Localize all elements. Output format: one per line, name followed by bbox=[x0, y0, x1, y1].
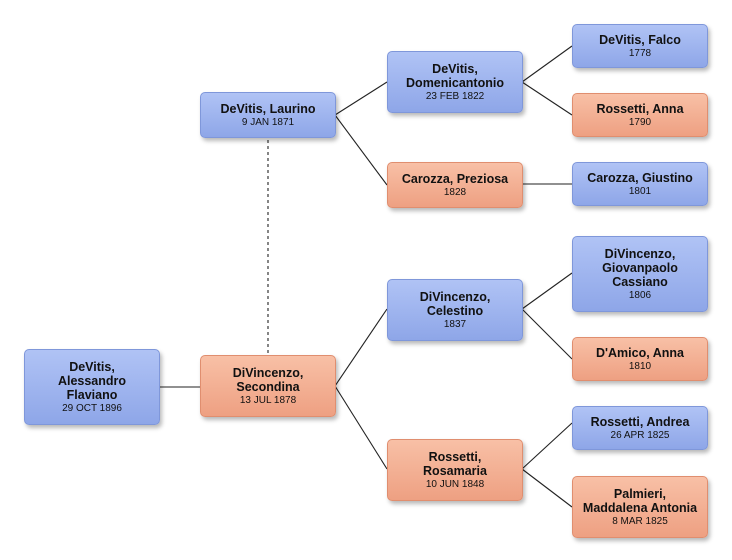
person-card-andrea[interactable]: Rossetti, Andrea 26 APR 1825 bbox=[572, 406, 708, 450]
person-date: 9 JAN 1871 bbox=[241, 116, 295, 128]
person-card-giovanpaolo[interactable]: DiVincenzo, Giovanpaolo Cassiano 1806 bbox=[572, 236, 708, 312]
connector-rosamaria-maddalena bbox=[521, 468, 573, 508]
person-name: DeVitis, Falco bbox=[599, 32, 681, 47]
person-name: Carozza, Preziosa bbox=[401, 171, 509, 186]
person-date: 1790 bbox=[628, 116, 652, 128]
person-card-preziosa[interactable]: Carozza, Preziosa 1828 bbox=[387, 162, 523, 208]
person-card-celestino[interactable]: DiVincenzo, Celestino 1837 bbox=[387, 279, 523, 341]
person-name: DeVitis, Laurino bbox=[220, 101, 316, 116]
person-name: Rossetti, Anna bbox=[596, 101, 684, 116]
person-card-falco[interactable]: DeVitis, Falco 1778 bbox=[572, 24, 708, 68]
connector-secondina-rosamaria bbox=[334, 385, 388, 470]
person-card-alessandro[interactable]: DeVitis, Alessandro Flaviano 29 OCT 1896 bbox=[24, 349, 160, 425]
connector-domenicantonio-anna bbox=[521, 81, 573, 116]
connector-laurino-preziosa bbox=[334, 114, 388, 186]
person-name: DiVincenzo, Secondina bbox=[232, 365, 304, 394]
person-card-domenicantonio[interactable]: DeVitis, Domenicantonio 23 FEB 1822 bbox=[387, 51, 523, 113]
connector-celestino-giovanpaolo bbox=[521, 272, 573, 310]
connector-domenicantonio-falco bbox=[521, 45, 573, 83]
person-date: 1810 bbox=[628, 360, 652, 372]
person-card-secondina[interactable]: DiVincenzo, Secondina 13 JUL 1878 bbox=[200, 355, 336, 417]
person-date: 1806 bbox=[628, 289, 652, 301]
person-card-rosamaria[interactable]: Rossetti, Rosamaria 10 JUN 1848 bbox=[387, 439, 523, 501]
person-card-anna-damico[interactable]: D'Amico, Anna 1810 bbox=[572, 337, 708, 381]
connector-secondina-celestino bbox=[334, 308, 388, 387]
person-name: D'Amico, Anna bbox=[596, 345, 684, 360]
connector-laurino-domenicantonio bbox=[334, 81, 388, 116]
person-card-anna-rossetti[interactable]: Rossetti, Anna 1790 bbox=[572, 93, 708, 137]
person-name: Palmieri, Maddalena Antonia bbox=[582, 486, 698, 515]
person-date: 29 OCT 1896 bbox=[62, 402, 122, 414]
person-card-maddalena[interactable]: Palmieri, Maddalena Antonia 8 MAR 1825 bbox=[572, 476, 708, 538]
person-date: 10 JUN 1848 bbox=[425, 478, 485, 490]
person-name: Rossetti, Rosamaria bbox=[423, 449, 487, 478]
connector-celestino-annadamico bbox=[521, 308, 573, 360]
person-name: Rossetti, Andrea bbox=[590, 414, 690, 429]
person-date: 8 MAR 1825 bbox=[612, 515, 668, 527]
person-date: 1778 bbox=[628, 47, 652, 59]
person-date: 23 FEB 1822 bbox=[425, 90, 485, 102]
person-card-giustino[interactable]: Carozza, Giustino 1801 bbox=[572, 162, 708, 206]
person-date: 26 APR 1825 bbox=[610, 429, 670, 441]
person-date: 1801 bbox=[628, 185, 652, 197]
person-date: 13 JUL 1878 bbox=[239, 394, 297, 406]
person-name: DiVincenzo, Giovanpaolo Cassiano bbox=[602, 246, 678, 289]
person-card-laurino[interactable]: DeVitis, Laurino 9 JAN 1871 bbox=[200, 92, 336, 138]
person-name: DeVitis, Alessandro Flaviano bbox=[57, 359, 127, 402]
person-date: 1828 bbox=[443, 186, 467, 198]
person-date: 1837 bbox=[443, 318, 467, 330]
person-name: DiVincenzo, Celestino bbox=[419, 289, 491, 318]
person-name: Carozza, Giustino bbox=[587, 170, 693, 185]
person-name: DeVitis, Domenicantonio bbox=[406, 61, 504, 90]
connector-rosamaria-andrea bbox=[521, 422, 573, 470]
